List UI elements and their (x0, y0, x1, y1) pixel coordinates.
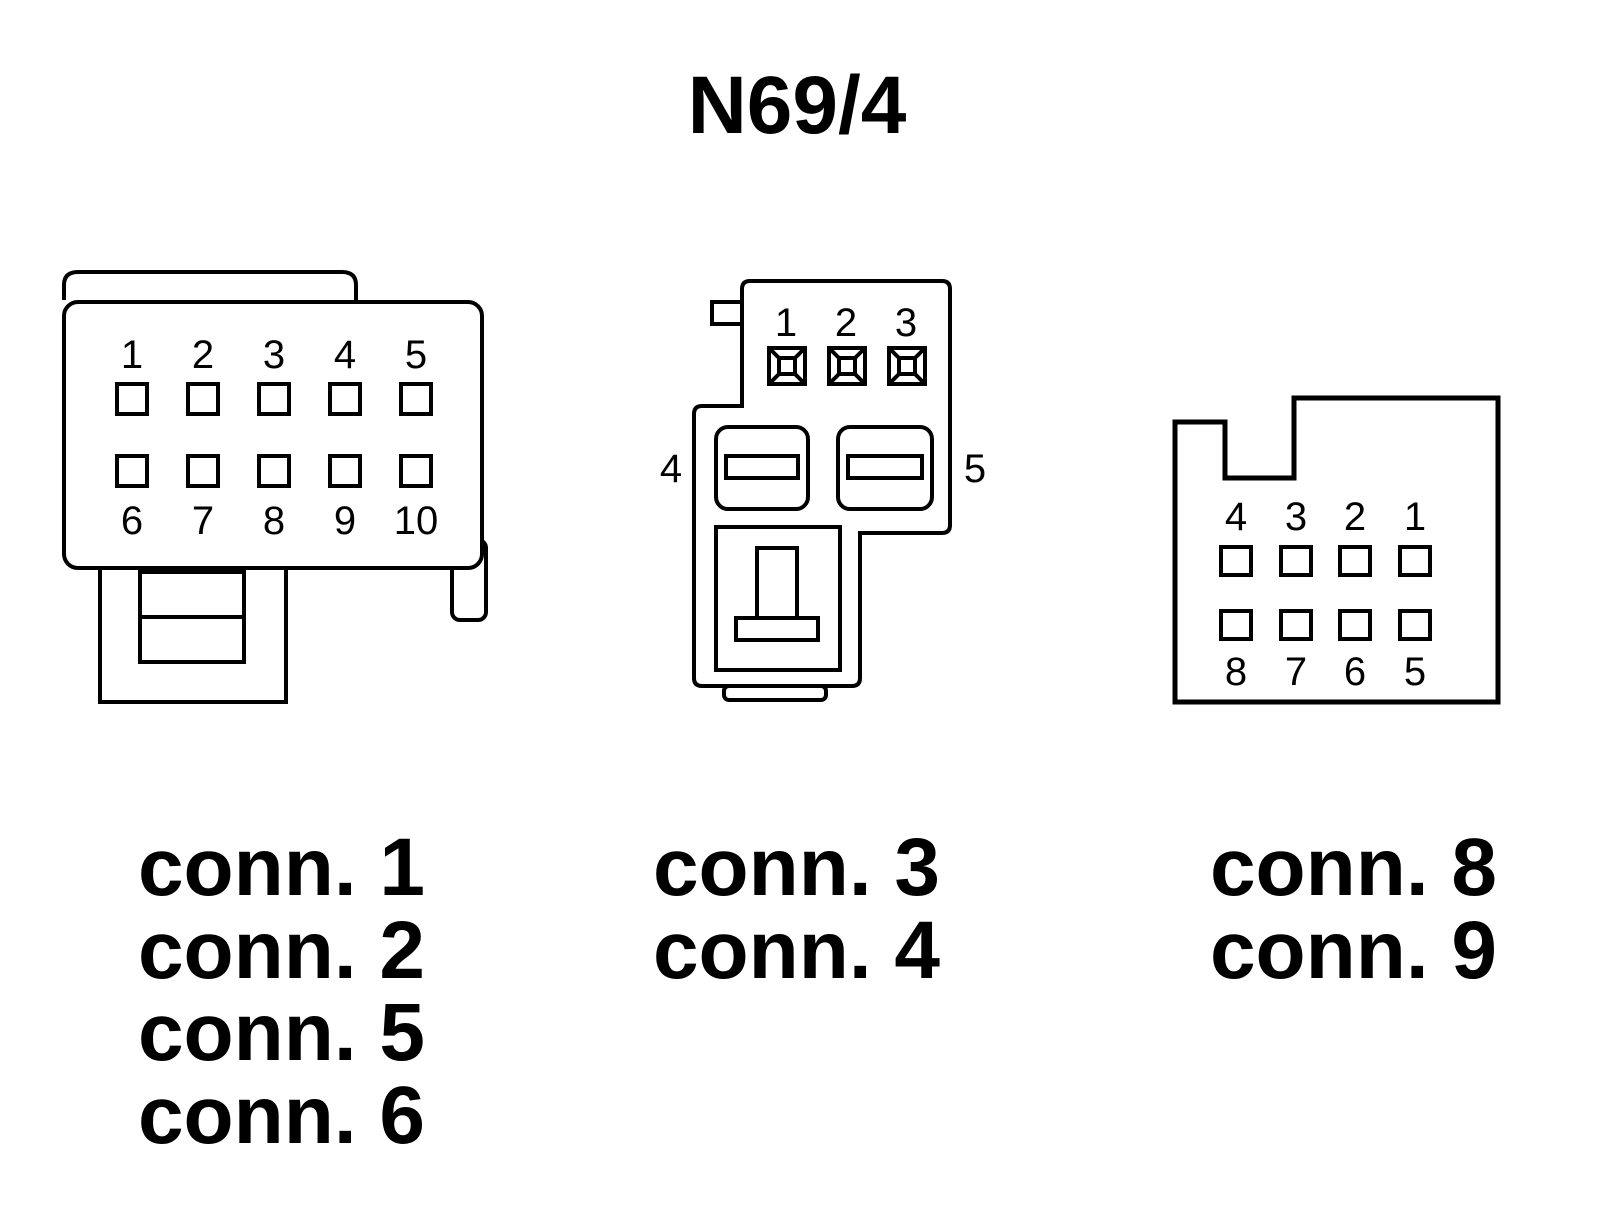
pin-label: 10 (394, 499, 439, 543)
pin-socket (186, 454, 220, 488)
pin-label: 2 (835, 301, 857, 345)
connector-label: conn. 4 (653, 905, 940, 996)
connector-label: conn. 5 (138, 987, 425, 1078)
connector-8-pin: 4 3 2 1 8 7 6 5 (1172, 395, 1501, 705)
connector-label: conn. 2 (138, 905, 425, 996)
pin-socket (186, 382, 220, 416)
connector-5-pin: 1 2 3 (660, 279, 986, 702)
pin-socket (1279, 545, 1313, 577)
pin-socket (399, 454, 433, 488)
middle-connector-labels: conn. 3 conn. 4 (653, 822, 940, 996)
connector-label: conn. 8 (1210, 822, 1497, 913)
pin-label: 5 (405, 333, 427, 377)
pin-label: 4 (1225, 495, 1247, 539)
pin-label: 2 (1344, 495, 1366, 539)
pin-socket (767, 346, 807, 386)
connector-10-pin: 1 2 3 4 5 6 7 8 9 10 (62, 270, 488, 704)
connector-label: conn. 9 (1210, 905, 1497, 996)
pin-socket (115, 454, 149, 488)
pin-socket (328, 382, 362, 416)
pin-label: 7 (1285, 650, 1307, 694)
pin-socket (257, 454, 291, 488)
connector-label: conn. 3 (653, 822, 940, 913)
pin-label: 9 (334, 499, 356, 543)
pin-socket (1219, 545, 1253, 577)
pin-label: 1 (1404, 495, 1426, 539)
pin-label: 5 (964, 447, 986, 491)
pin-label: 6 (1344, 650, 1366, 694)
right-connector-labels: conn. 8 conn. 9 (1210, 822, 1497, 996)
pin-label: 5 (1404, 650, 1426, 694)
pin-socket (1219, 609, 1253, 641)
pin-socket (827, 346, 867, 386)
pin-socket (1398, 545, 1432, 577)
pin-socket (257, 382, 291, 416)
pin-label: 4 (660, 447, 682, 491)
pin-socket (1338, 609, 1372, 641)
diagram-title: N69/4 (688, 60, 907, 151)
connector-label: conn. 6 (138, 1070, 425, 1161)
pin-label: 1 (775, 301, 797, 345)
pin-label: 3 (263, 333, 285, 377)
pin-label: 4 (334, 333, 356, 377)
pin-label: 2 (192, 333, 214, 377)
pin-socket (887, 346, 927, 386)
pin-label: 3 (1285, 495, 1307, 539)
connector-label: conn. 1 (138, 822, 425, 913)
pin-label: 8 (263, 499, 285, 543)
pin-socket (399, 382, 433, 416)
pin-label: 7 (192, 499, 214, 543)
pin-label: 1 (121, 333, 143, 377)
pin-socket (1398, 609, 1432, 641)
pin-socket (328, 454, 362, 488)
pin-socket (1338, 545, 1372, 577)
pin-label: 6 (121, 499, 143, 543)
pin-label: 8 (1225, 650, 1247, 694)
left-connector-labels: conn. 1 conn. 2 conn. 5 conn. 6 (138, 822, 425, 1161)
pin-label: 3 (895, 301, 917, 345)
pin-socket (1279, 609, 1313, 641)
pin-socket (115, 382, 149, 416)
